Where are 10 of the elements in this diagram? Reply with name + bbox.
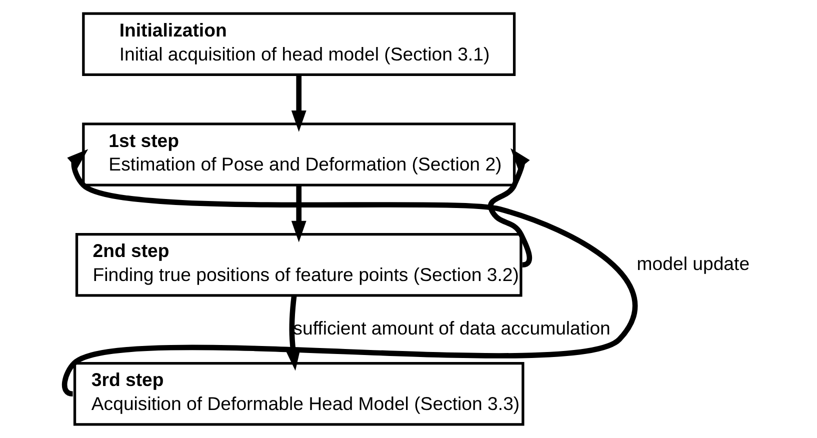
node-box: 1st step Estimation of Pose and Deformation (Section 2) bbox=[82, 122, 516, 186]
arrow bbox=[290, 74, 306, 132]
edge-label: model update bbox=[636, 252, 750, 274]
node-box: Initialization Initial acquisition of head model (Section 3.1) bbox=[82, 12, 516, 76]
node-box: 3rd step Acquisition of Deformable Head Model (Section 3.3) bbox=[72, 362, 524, 426]
arrow bbox=[285, 295, 300, 371]
arrow bbox=[488, 148, 532, 268]
arrow bbox=[290, 185, 306, 242]
edge-label: sufficient amount of data accumulation bbox=[292, 317, 610, 338]
node-box: 2nd step Finding true positions of feature points (Section 3.2) bbox=[74, 232, 522, 297]
